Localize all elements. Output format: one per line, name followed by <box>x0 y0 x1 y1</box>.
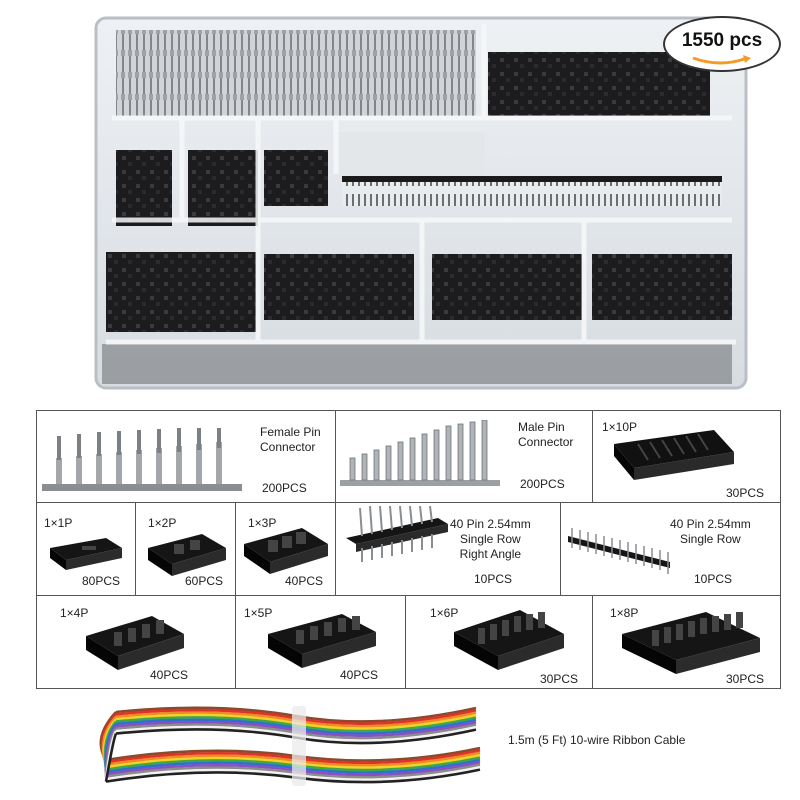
p6-count: 30PCS <box>540 672 579 686</box>
header-single-row-image <box>568 528 670 574</box>
connector-1x1-image <box>50 538 122 570</box>
connector-1x2-image <box>148 534 226 576</box>
header-sr-label: 40 Pin 2.54mm Single Row <box>670 517 751 546</box>
header-right-angle-image <box>346 506 448 562</box>
p10-label: 1×10P <box>602 420 638 434</box>
p8-label: 1×8P <box>610 606 639 620</box>
connector-1x3-image <box>244 528 328 574</box>
male-pin-count: 200PCS <box>520 477 565 491</box>
p4-label: 1×4P <box>60 606 89 620</box>
smile-arrow-icon <box>692 55 751 65</box>
cable-tie <box>292 706 306 786</box>
p10-count: 30PCS <box>726 486 765 500</box>
female-pin-label: Female Pin Connector <box>260 425 321 454</box>
p1-count: 80PCS <box>82 574 121 588</box>
female-pin-count: 200PCS <box>262 481 307 495</box>
ribbon-label: 1.5m (5 Ft) 10-wire Ribbon Cable <box>508 733 686 747</box>
connector-1x6-image <box>454 610 564 670</box>
male-pin-label: Male Pin Connector <box>518 420 574 449</box>
connector-1x10-image <box>614 430 734 480</box>
header-sr-count: 10PCS <box>694 572 733 586</box>
connector-1x4-image <box>86 616 184 670</box>
quantity-badge-text: 1550 pcs <box>681 30 763 51</box>
p5-count: 40PCS <box>340 668 379 682</box>
header-ra-label: 40 Pin 2.54mm Single Row Right Angle <box>450 517 531 561</box>
header-ra-count: 10PCS <box>474 572 513 586</box>
quantity-badge: 1550 pcs <box>663 16 781 72</box>
male-pin-strip-image <box>340 420 500 486</box>
p5-label: 1×5P <box>244 606 273 620</box>
p8-count: 30PCS <box>726 672 765 686</box>
p2-count: 60PCS <box>185 574 224 588</box>
connector-1x5-image <box>268 614 376 668</box>
connector-1x8-image <box>622 612 760 674</box>
p2-label: 1×2P <box>148 516 177 530</box>
product-box-photo <box>94 16 748 390</box>
p4-count: 40PCS <box>150 668 189 682</box>
female-pin-strip-image <box>42 428 242 491</box>
p3-label: 1×3P <box>248 516 277 530</box>
ribbon-cable-image <box>99 706 481 786</box>
p1-label: 1×1P <box>44 516 73 530</box>
p3-count: 40PCS <box>285 574 324 588</box>
p6-label: 1×6P <box>430 606 459 620</box>
ribbon-wire <box>104 732 118 782</box>
